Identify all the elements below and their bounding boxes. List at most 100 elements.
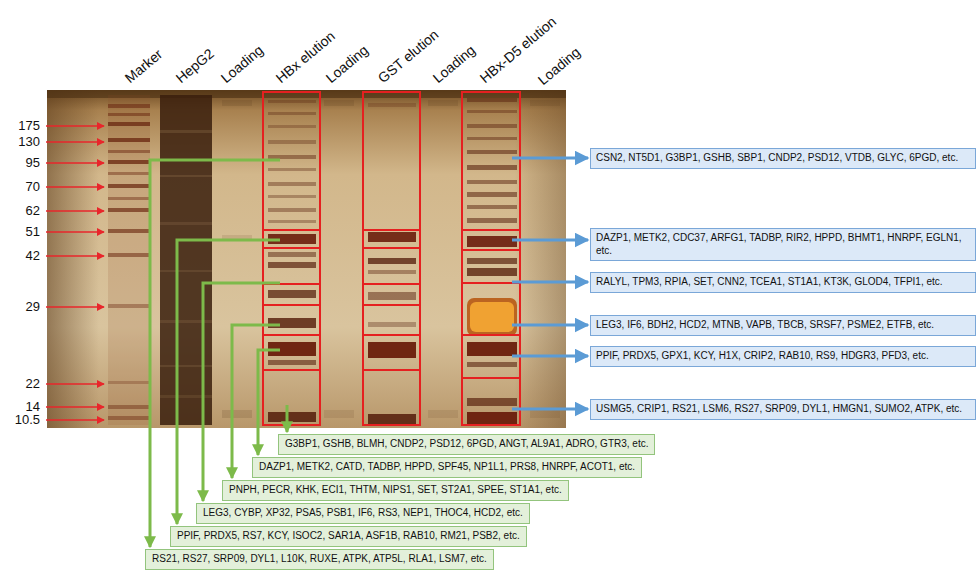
hbx-d5-elution-lane (467, 362, 517, 367)
marker-lane (108, 184, 150, 188)
marker-lane (108, 95, 150, 425)
marker-lane (108, 122, 150, 126)
marker-lane (108, 104, 150, 108)
hepg2-lane (160, 222, 212, 225)
marker-lane (108, 138, 150, 142)
gel-background (47, 90, 566, 428)
hepg2-lane (160, 130, 212, 133)
hbx-d5-elution-lane (467, 180, 517, 184)
marker-lane (108, 416, 150, 420)
gst-elution-lane (368, 270, 416, 274)
green-protein-box: G3BP1, GSHB, BLMH, CNDP2, PSD12, 6PGD, A… (278, 434, 655, 455)
protein-list: G3BP1, GSHB, BLMH, CNDP2, PSD12, 6PGD, A… (285, 438, 648, 451)
mw-marker: 175 (4, 119, 40, 133)
hbx-elution-lane (268, 208, 316, 212)
hbx-d5-elution-lane (467, 258, 517, 264)
protein-list: PPIF, PRDX5, GPX1, KCY, H1X, CRIP2, RAB1… (596, 350, 970, 363)
marker-arrow (46, 186, 104, 188)
marker-arrow (46, 162, 104, 164)
lane-label: Marker (122, 46, 166, 86)
blue-leader-arrow (512, 239, 588, 242)
hbx-d5-elution-lane (470, 302, 514, 332)
gst-elution-lane (368, 232, 416, 242)
loading-lane (222, 100, 560, 418)
marker-lane (108, 229, 150, 233)
blue-leader-arrow (512, 281, 588, 284)
hbx-d5-elution-lane (467, 137, 517, 140)
marker-arrow (46, 255, 104, 257)
loading-lane (428, 100, 458, 106)
blue-leader-arrow (512, 355, 588, 358)
hbx-d5-elution-lane (467, 192, 517, 197)
gst-elution-lane (368, 103, 416, 424)
green-leader-arrow (286, 405, 289, 432)
marker-lane (108, 304, 150, 308)
marker-lane (108, 197, 150, 200)
green-protein-box: RS21, RS27, SRP09, DYL1, L10K, RUXE, ATP… (145, 549, 494, 570)
gst-elution-lane (368, 258, 416, 264)
blue-protein-box: CSN2, NT5D1, G3BP1, GSHB, SBP1, CNDP2, P… (590, 148, 976, 169)
marker-lane (108, 160, 150, 164)
loading-lane (324, 410, 354, 418)
blue-protein-box: PPIF, PRDX5, GPX1, KCY, H1X, CRIP2, RAB1… (590, 346, 976, 367)
loading-lane (428, 410, 458, 418)
marker-lane (108, 253, 150, 257)
hbx-elution-lane (268, 112, 316, 115)
marker-arrow (46, 210, 104, 212)
mw-marker: 51 (4, 225, 40, 239)
band-frame (462, 230, 520, 378)
mw-marker: 29 (4, 300, 40, 314)
hbx-elution-lane (268, 100, 316, 103)
protein-list: CSN2, NT5D1, G3BP1, GSHB, SBP1, CNDP2, P… (596, 152, 970, 165)
blue-leader-arrow (512, 408, 588, 411)
hbx-elution-lane (268, 220, 316, 223)
gst-elution-lane (368, 322, 416, 327)
hbx-elution-lane (268, 252, 316, 257)
protein-list: DAZP1, METK2, CDC37, ARFG1, TADBP, RIR2,… (596, 232, 970, 257)
marker-lane (108, 172, 150, 175)
lane-label: Loading (323, 42, 371, 86)
blue-leader-arrow (512, 157, 588, 160)
gst-elution-lane (368, 342, 416, 358)
marker-lane (108, 381, 150, 384)
blue-protein-box: USMG5, CRIP1, RS21, LSM6, RS27, SRP09, D… (590, 399, 976, 420)
marker-arrow (46, 383, 104, 385)
band-frame (263, 92, 320, 425)
hbx-elution-lane (268, 290, 316, 298)
blue-leader-arrow (512, 158, 588, 409)
marker-arrow (46, 126, 104, 420)
hbx-elution-lane (268, 125, 316, 128)
loading-lane (324, 100, 354, 106)
hbx-d5-elution-lane (467, 124, 517, 128)
hbx-elution-lane (268, 360, 316, 365)
gel-background (47, 90, 566, 428)
protein-list: USMG5, CRIP1, RS21, LSM6, RS27, SRP09, D… (596, 403, 970, 416)
blue-protein-box: LEG3, IF6, BDH2, HCD2, MTNB, VAPB, TBCB,… (590, 315, 976, 336)
marker-arrow (46, 231, 104, 233)
hbx-elution-lane (268, 182, 316, 186)
hbx-elution-lane (268, 195, 316, 198)
loading-lane (530, 100, 560, 106)
hbx-d5-elution-lane (467, 165, 517, 170)
protein-list: LEG3, CYBP, XP32, PSA5, PSB1, IF6, RS3, … (203, 507, 523, 520)
green-protein-box: PPIF, PRDX5, RS7, KCY, ISOC2, SAR1A, ASF… (170, 526, 527, 547)
lane-label: Loading (218, 42, 266, 86)
lane-label: Loading (430, 42, 478, 86)
hbx-d5-elution-lane (467, 298, 517, 336)
blue-leader-arrow (512, 324, 588, 327)
mw-marker: 95 (4, 156, 40, 170)
protein-list: RS21, RS27, SRP09, DYL1, L10K, RUXE, ATP… (152, 553, 487, 566)
hbx-elution-lane (268, 412, 316, 422)
lane-label: HepG2 (173, 45, 217, 86)
gst-elution-lane (368, 292, 416, 300)
blue-protein-box: RALYL, TPM3, RPIA, SET, CNN2, TCEA1, ST1… (590, 272, 976, 293)
hbx-d5-elution-lane (467, 110, 517, 113)
marker-lane (108, 208, 150, 212)
green-leader-arrow (258, 350, 280, 455)
mw-marker: 62 (4, 204, 40, 218)
hbx-d5-elution-lane (467, 98, 517, 424)
hbx-d5-elution-lane (467, 398, 517, 406)
hbx-d5-elution-lane (467, 150, 517, 154)
mw-marker: 70 (4, 180, 40, 194)
